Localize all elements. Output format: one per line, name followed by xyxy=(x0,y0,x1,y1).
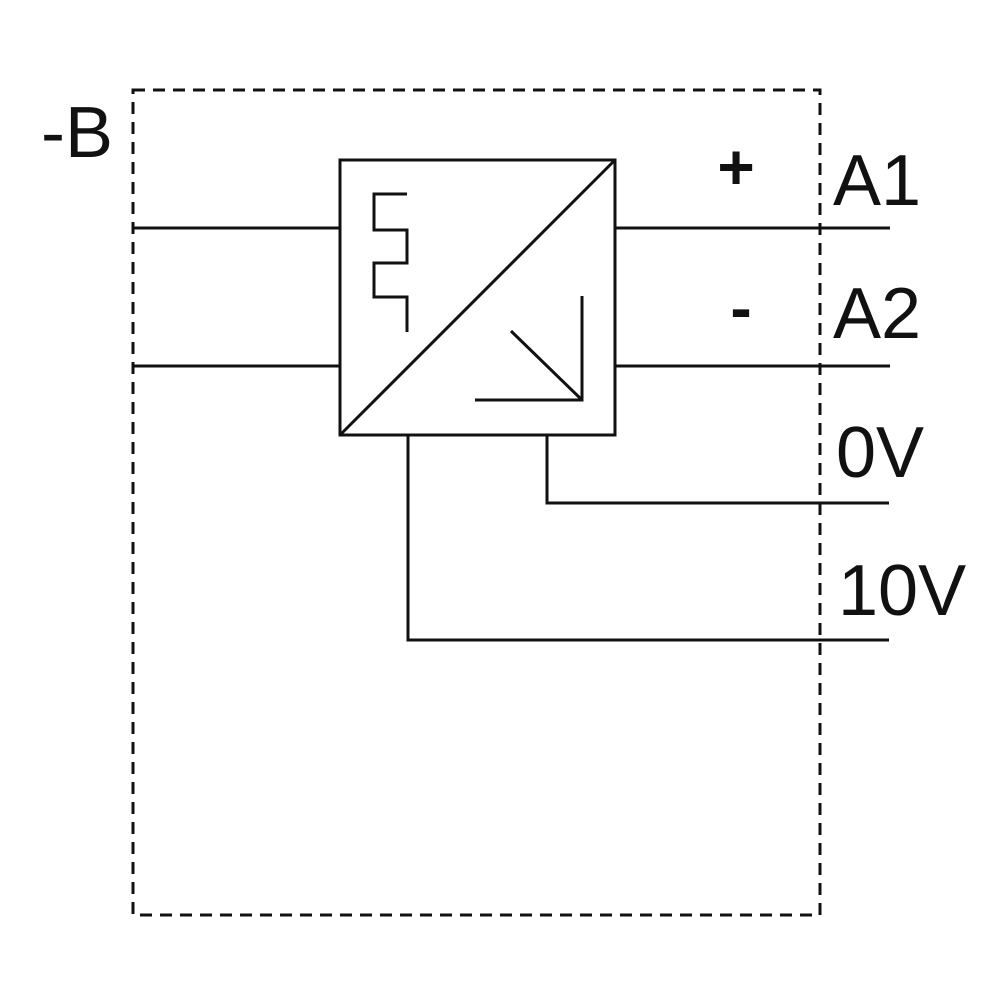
terminal-10v-label: 10V xyxy=(838,551,966,631)
converter-diagonal-divider xyxy=(338,158,617,437)
terminal-a1-polarity-plus: + xyxy=(717,131,754,203)
terminal-a1-label: A1 xyxy=(833,141,921,221)
converter-box xyxy=(338,158,617,437)
terminal-wire-10v xyxy=(406,435,889,642)
terminal-0v-label: 0V xyxy=(836,413,924,493)
converter-symbol xyxy=(338,158,617,437)
terminal-wire-0v xyxy=(545,435,889,505)
square-wave-icon xyxy=(372,192,409,332)
reference-designator-label: -B xyxy=(41,93,113,173)
analog-ramp-arrow-icon xyxy=(475,296,584,402)
ramp-diagonal xyxy=(509,329,584,402)
device-boundary-dashed-border xyxy=(131,88,822,917)
terminal-a2-label: A2 xyxy=(833,274,921,354)
terminal-a2-polarity-minus: - xyxy=(730,272,751,344)
